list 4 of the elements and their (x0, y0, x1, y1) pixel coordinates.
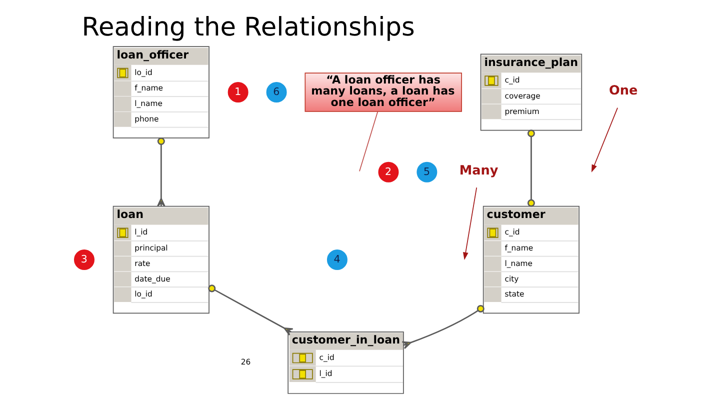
diagram-title: Reading the Relationships (81, 12, 414, 42)
label: 26 (240, 358, 250, 367)
node-text: One (608, 83, 638, 98)
node-text: Many (458, 163, 498, 178)
